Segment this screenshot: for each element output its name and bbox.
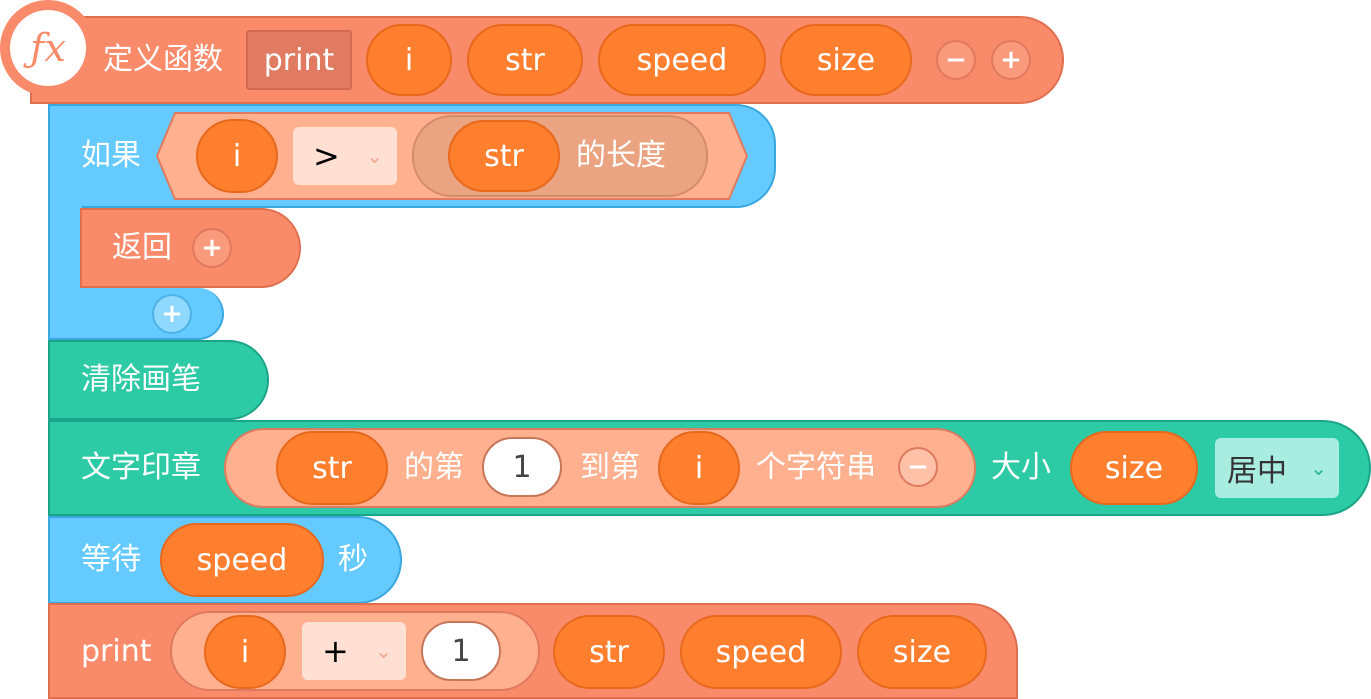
- clear-pen-block[interactable]: [48, 340, 269, 420]
- size-label: 大小: [991, 450, 1051, 485]
- wait-suffix-label: 秒: [338, 542, 368, 577]
- call-print-label: print: [81, 634, 152, 669]
- length-source-var[interactable]: str: [448, 120, 560, 192]
- operator-dropdown[interactable]: > ⌄: [293, 127, 397, 185]
- condition-left-var[interactable]: i: [196, 119, 278, 193]
- length-label: 的长度: [576, 138, 666, 173]
- return-label: 返回: [112, 230, 172, 265]
- substring-from-number[interactable]: 1: [482, 437, 562, 497]
- chevron-down-icon: ⌄: [375, 639, 392, 663]
- param-str[interactable]: str: [467, 24, 583, 96]
- remove-param-button[interactable]: −: [936, 40, 976, 80]
- return-block[interactable]: [80, 208, 301, 288]
- text-stamp-label: 文字印章: [81, 450, 201, 485]
- align-dropdown[interactable]: 居中 ⌄: [1215, 438, 1339, 498]
- fx-icon-inner: ƒx: [10, 10, 86, 86]
- substring-to-label: 到第: [580, 450, 640, 485]
- math-operator-value: +: [322, 632, 349, 670]
- if-label: 如果: [81, 138, 141, 173]
- call-arg-size[interactable]: size: [857, 615, 987, 689]
- param-i[interactable]: i: [366, 24, 452, 96]
- wait-var[interactable]: speed: [160, 523, 324, 597]
- function-name-field[interactable]: print: [246, 30, 352, 90]
- chevron-down-icon: ⌄: [366, 144, 383, 168]
- if-add-branch-button[interactable]: +: [152, 294, 192, 334]
- substring-from-label: 的第: [404, 450, 464, 485]
- define-label: 定义函数: [103, 42, 223, 77]
- call-arg-speed[interactable]: speed: [680, 615, 842, 689]
- math-operator-dropdown[interactable]: + ⌄: [302, 622, 406, 680]
- call-arg1-number[interactable]: 1: [421, 621, 501, 681]
- substring-source-var[interactable]: str: [276, 431, 388, 505]
- param-speed[interactable]: speed: [598, 24, 766, 96]
- if-block-footer: [48, 288, 224, 340]
- add-param-button[interactable]: +: [991, 40, 1031, 80]
- substring-to-var[interactable]: i: [658, 431, 740, 505]
- substring-suffix-label: 个字符串: [756, 450, 876, 485]
- param-size[interactable]: size: [780, 24, 912, 96]
- align-value: 居中: [1227, 454, 1287, 489]
- chevron-down-icon: ⌄: [1310, 456, 1327, 480]
- substring-remove-button[interactable]: −: [898, 447, 938, 487]
- operator-value: >: [313, 137, 340, 175]
- call-arg1-var[interactable]: i: [204, 615, 286, 689]
- size-var[interactable]: size: [1070, 431, 1198, 505]
- clear-pen-label: 清除画笔: [81, 362, 201, 397]
- wait-label: 等待: [81, 542, 141, 577]
- return-add-button[interactable]: +: [192, 228, 232, 268]
- call-arg-str[interactable]: str: [553, 615, 665, 689]
